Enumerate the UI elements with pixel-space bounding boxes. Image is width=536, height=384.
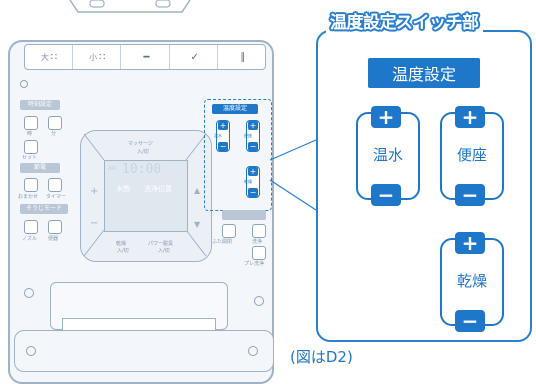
screw-icon bbox=[24, 288, 34, 298]
plus-icon[interactable]: + bbox=[455, 232, 485, 254]
flush-large-button[interactable]: 大 ∷ bbox=[25, 45, 74, 69]
minus-icon[interactable]: − bbox=[455, 310, 485, 332]
water-temp-mini-button[interactable]: + − bbox=[216, 120, 230, 152]
plus-icon: + bbox=[218, 121, 228, 130]
lcd-time: 10:00 bbox=[122, 162, 162, 177]
minus-icon: − bbox=[248, 188, 258, 197]
nozzle-label: ノズル bbox=[22, 236, 38, 242]
lcd-position-label: 洗浄位置 bbox=[144, 185, 172, 193]
minus-icon: − bbox=[248, 142, 258, 151]
pre-wash-button[interactable] bbox=[252, 246, 266, 260]
dpad-plus-icon[interactable]: + bbox=[90, 186, 99, 197]
minus-icon[interactable]: − bbox=[371, 184, 401, 206]
lid-button[interactable] bbox=[222, 224, 236, 238]
flush-large-label: 大 bbox=[40, 52, 49, 62]
dry-label: 乾燥 bbox=[116, 241, 127, 247]
hour-label: 時 bbox=[27, 131, 33, 137]
minus-icon[interactable]: − bbox=[455, 184, 485, 206]
plus-icon[interactable]: + bbox=[371, 106, 401, 128]
temp-setting-banner: 温度設定 bbox=[368, 58, 480, 88]
plus-icon: + bbox=[248, 121, 258, 130]
dpad-diagonals bbox=[83, 133, 207, 257]
flush-3-icon: ━ bbox=[143, 51, 149, 63]
flush-small-button[interactable]: 小 ∷ bbox=[73, 45, 122, 69]
flush-strip: 大 ∷ 小 ∷ ━ ✓ ∥ bbox=[24, 44, 266, 70]
minus-icon: − bbox=[218, 142, 228, 151]
eco-timer-label: タイマー bbox=[46, 194, 67, 200]
eco-auto-label: おまかせ bbox=[18, 194, 39, 200]
remote-stand-top bbox=[69, 0, 191, 13]
lcd-water-label: 水勢 bbox=[116, 185, 130, 193]
flush-button-5[interactable]: ∥ bbox=[218, 45, 265, 69]
dpad-down-icon[interactable]: ▼ bbox=[194, 220, 201, 229]
lcd-screen bbox=[104, 160, 188, 232]
bowl-label: 便器 bbox=[48, 236, 59, 242]
power-deodor-sub-label: 入/切 bbox=[158, 248, 170, 254]
flush-button-3[interactable]: ━ bbox=[121, 45, 170, 69]
flush-button-4[interactable]: ✓ bbox=[170, 45, 218, 69]
eco-label: 節電 bbox=[20, 163, 60, 173]
callout-connector bbox=[269, 139, 317, 211]
seat-temp-button[interactable]: + 便座 − bbox=[440, 106, 504, 206]
eco-auto-button[interactable] bbox=[24, 178, 38, 192]
hour-button[interactable] bbox=[24, 116, 38, 130]
minute-button[interactable] bbox=[48, 116, 62, 130]
eco-timer-button[interactable] bbox=[48, 178, 62, 192]
dry-temp-mini-button[interactable]: + − bbox=[246, 166, 260, 198]
dry-temp-button[interactable]: + 乾燥 − bbox=[440, 232, 504, 332]
set-label: セット bbox=[22, 155, 38, 161]
set-button[interactable] bbox=[24, 140, 38, 154]
power-deodor-label: パワー脱臭 bbox=[148, 241, 174, 247]
indicator-dot-icon bbox=[20, 80, 28, 88]
wash-button[interactable] bbox=[252, 224, 266, 238]
remote-bottom-base bbox=[14, 330, 274, 372]
seat-temp-mini-label: 便座 bbox=[244, 133, 252, 138]
flush-large-icon: ∷ bbox=[50, 51, 57, 63]
plus-icon[interactable]: + bbox=[455, 106, 485, 128]
bowl-clean-button[interactable] bbox=[48, 220, 62, 234]
wash-mode-label bbox=[222, 210, 266, 220]
water-temp-label: 温水 bbox=[372, 146, 403, 164]
dry-sub-label: 入/切 bbox=[117, 248, 129, 254]
dpad-minus-icon[interactable]: − bbox=[90, 218, 99, 229]
plus-icon: + bbox=[248, 167, 258, 176]
screw-icon bbox=[248, 346, 258, 356]
wash-label: 洗浄 bbox=[252, 239, 263, 245]
massage-label: マッサージ bbox=[128, 141, 153, 147]
flush-small-icon: ∷ bbox=[99, 51, 105, 63]
figure-caption: (図はD2) bbox=[290, 348, 353, 366]
dpad-up-icon[interactable]: ▲ bbox=[194, 186, 201, 195]
screw-icon bbox=[254, 296, 264, 306]
lid-label: ふた開閉 bbox=[212, 239, 233, 245]
lcd-ampm: AM bbox=[108, 166, 116, 172]
timer-setting-label: 時刻設定 bbox=[20, 100, 60, 110]
massage-sub-label: 入/切 bbox=[137, 149, 149, 155]
temp-setting-mini-label: 温度設定 bbox=[212, 104, 258, 114]
callout-title: 温度設定スイッチ部 bbox=[326, 8, 483, 33]
minute-label: 分 bbox=[51, 131, 57, 137]
flush-5-icon: ∥ bbox=[240, 51, 245, 63]
clean-mode-label: そうじモード bbox=[20, 204, 68, 214]
flush-4-icon: ✓ bbox=[190, 51, 199, 63]
dry-temp-mini-label: 乾燥 bbox=[244, 179, 252, 184]
remote-illustration: 大 ∷ 小 ∷ ━ ✓ ∥ 時刻設定 時 分 セット 節電 おまかせ タイマー … bbox=[8, 0, 274, 384]
seat-temp-label: 便座 bbox=[456, 146, 487, 164]
dry-temp-label: 乾燥 bbox=[456, 272, 487, 290]
flush-small-label: 小 bbox=[89, 52, 98, 62]
nozzle-clean-button[interactable] bbox=[24, 220, 38, 234]
water-temp-button[interactable]: + 温水 − bbox=[356, 106, 420, 206]
screw-icon bbox=[26, 346, 36, 356]
seat-temp-mini-button[interactable]: + − bbox=[246, 120, 260, 152]
water-temp-mini-label: 温水 bbox=[214, 133, 222, 138]
pre-wash-label: プレ洗浄 bbox=[244, 261, 265, 267]
